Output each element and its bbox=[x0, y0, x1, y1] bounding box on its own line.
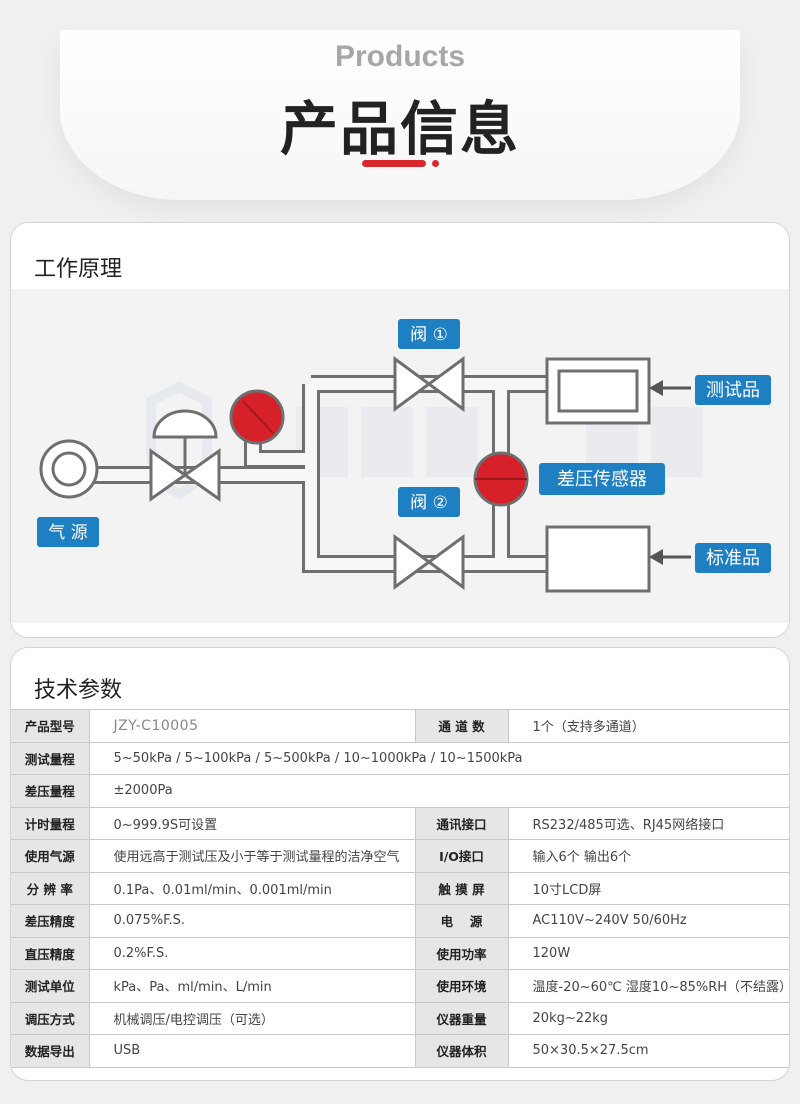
table-row: 直压精度 0.2%F.S. 使用功率 120W bbox=[11, 936, 789, 970]
spec-value: 120W bbox=[507, 936, 789, 970]
valve-1-label: 阀 ① bbox=[398, 319, 460, 349]
standard-item-box bbox=[545, 525, 651, 593]
spec-label: 仪器重量 bbox=[414, 1001, 509, 1035]
header-title-cn: 产品信息 bbox=[279, 95, 520, 163]
table-row: 差压量程 ±2000Pa bbox=[11, 774, 789, 808]
valve-2-label: 阀 ② bbox=[398, 487, 460, 517]
header-background bbox=[60, 30, 740, 200]
svg-text:标准品: 标准品 bbox=[706, 548, 760, 569]
spec-value: JZY-C10005 bbox=[88, 709, 416, 743]
table-row: 分 辨 率 0.1Pa、0.01ml/min、0.001ml/min 触 摸 屏… bbox=[11, 871, 789, 905]
table-row: 差压精度 0.075%F.S. 电 源 AC110V~240V 50/60Hz bbox=[11, 904, 789, 938]
svg-text:气 源: 气 源 bbox=[48, 523, 87, 543]
valve-1-icon bbox=[393, 356, 465, 412]
spec-value: ±2000Pa bbox=[88, 774, 789, 808]
valve-2-icon bbox=[393, 534, 465, 590]
spec-label: I/O接口 bbox=[414, 839, 509, 873]
spec-value: USB bbox=[88, 1034, 416, 1068]
spec-label: 使用气源 bbox=[11, 839, 90, 873]
principle-diagram: 气 源 阀 ① 阀 ② 差压传感器 测试品 标准品 bbox=[37, 319, 771, 593]
table-row: 使用气源 使用远高于测试压及小于等于测试量程的洁净空气 I/O接口 输入6个 输… bbox=[11, 839, 789, 873]
arrow-left-icon bbox=[649, 380, 691, 396]
header-underline bbox=[362, 160, 426, 167]
spec-label: 测试单位 bbox=[11, 969, 90, 1003]
svg-text:阀 ②: 阀 ② bbox=[410, 493, 448, 513]
spec-label: 直压精度 bbox=[11, 936, 90, 970]
differential-sensor-icon bbox=[473, 451, 529, 507]
standard-item-label: 标准品 bbox=[695, 543, 771, 573]
spec-label: 计时量程 bbox=[11, 806, 90, 840]
spec-label: 使用功率 bbox=[414, 936, 509, 970]
specs-card: 技术参数 产品型号 JZY-C10005 通 道 数 1个（支持多通道） 测试量… bbox=[10, 647, 790, 1081]
spec-label: 分 辨 率 bbox=[11, 871, 90, 905]
spec-value: 5~50kPa / 5~100kPa / 5~500kPa / 10~1000k… bbox=[88, 741, 789, 775]
header-title-en: Products bbox=[334, 40, 466, 73]
spec-value: 0.075%F.S. bbox=[88, 904, 416, 938]
spec-label: 测试量程 bbox=[11, 741, 90, 775]
spec-value: 1个（支持多通道） bbox=[507, 709, 789, 743]
arrow-left-icon bbox=[649, 549, 691, 565]
spec-value: 0.1Pa、0.01ml/min、0.001ml/min bbox=[88, 871, 416, 905]
principle-title: 工作原理 bbox=[34, 257, 123, 282]
spec-value: 使用远高于测试压及小于等于测试量程的洁净空气 bbox=[88, 839, 416, 873]
spec-value: AC110V~240V 50/60Hz bbox=[507, 904, 789, 938]
spec-value: RS232/485可选、RJ45网络接口 bbox=[507, 806, 789, 840]
spec-label: 产品型号 bbox=[11, 709, 90, 743]
spec-label: 仪器体积 bbox=[414, 1034, 509, 1068]
spec-label: 差压量程 bbox=[11, 774, 90, 808]
table-row: 调压方式 机械调压/电控调压（可选） 仪器重量 20kg~22kg bbox=[11, 1001, 789, 1035]
spec-value: kPa、Pa、ml/min、L/min bbox=[88, 969, 416, 1003]
spec-value: 50×30.5×27.5cm bbox=[507, 1034, 789, 1068]
spec-table: 产品型号 JZY-C10005 通 道 数 1个（支持多通道） 测试量程 5~5… bbox=[11, 709, 789, 1068]
spec-value: 机械调压/电控调压（可选） bbox=[88, 1001, 416, 1035]
svg-text:测试品: 测试品 bbox=[706, 380, 760, 401]
table-row: 产品型号 JZY-C10005 通 道 数 1个（支持多通道） bbox=[11, 709, 789, 743]
table-row: 测试量程 5~50kPa / 5~100kPa / 5~500kPa / 10~… bbox=[11, 741, 789, 775]
sensor-label: 差压传感器 bbox=[539, 463, 665, 495]
principle-card: 工作原理 bbox=[10, 222, 790, 638]
spec-value: 0.2%F.S. bbox=[88, 936, 416, 970]
svg-text:差压传感器: 差压传感器 bbox=[557, 469, 647, 490]
table-row: 测试单位 kPa、Pa、ml/min、L/min 使用环境 温度-20~60℃ … bbox=[11, 969, 789, 1003]
regulator-valve-icon bbox=[149, 409, 221, 502]
test-item-box bbox=[545, 357, 651, 425]
spec-label: 数据导出 bbox=[11, 1034, 90, 1068]
spec-label: 通 道 数 bbox=[414, 709, 509, 743]
table-row: 计时量程 0~999.9S可设置 通讯接口 RS232/485可选、RJ45网络… bbox=[11, 806, 789, 840]
svg-text:阀 ①: 阀 ① bbox=[410, 325, 448, 345]
specs-title: 技术参数 bbox=[34, 678, 123, 703]
spec-label: 调压方式 bbox=[11, 1001, 90, 1035]
air-source-icon bbox=[39, 439, 99, 499]
spec-value: 输入6个 输出6个 bbox=[507, 839, 789, 873]
spec-label: 通讯接口 bbox=[414, 806, 509, 840]
spec-label: 电 源 bbox=[414, 904, 509, 938]
spec-value: 温度-20~60℃ 湿度10~85%RH（不结露） bbox=[507, 969, 789, 1003]
spec-label: 差压精度 bbox=[11, 904, 90, 938]
spec-value: 20kg~22kg bbox=[507, 1001, 789, 1035]
spec-value: 0~999.9S可设置 bbox=[88, 806, 416, 840]
table-row: 数据导出 USB 仪器体积 50×30.5×27.5cm bbox=[11, 1034, 789, 1068]
spec-label: 触 摸 屏 bbox=[414, 871, 509, 905]
air-source-label: 气 源 bbox=[37, 517, 99, 547]
pressure-gauge-icon bbox=[229, 389, 285, 445]
spec-value: 10寸LCD屏 bbox=[507, 871, 789, 905]
spec-label: 使用环境 bbox=[414, 969, 509, 1003]
test-item-label: 测试品 bbox=[695, 375, 771, 405]
header-dot bbox=[432, 160, 439, 167]
principle-diagram-area: 气 源 阀 ① 阀 ② 差压传感器 测试品 标准品 bbox=[11, 289, 789, 623]
